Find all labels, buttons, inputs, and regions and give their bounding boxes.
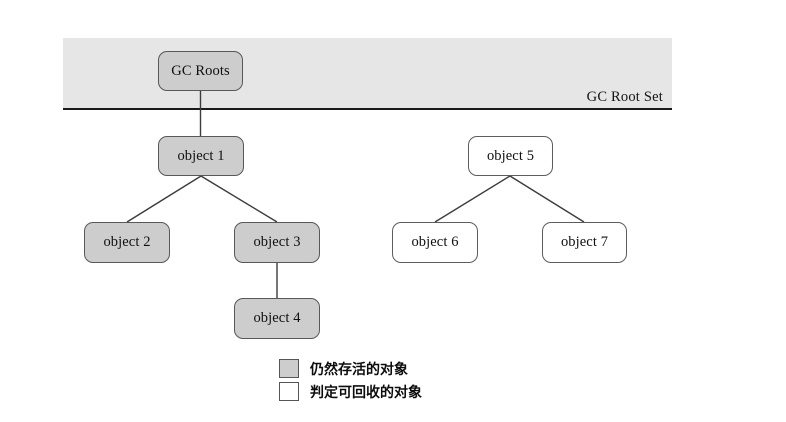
- legend-swatch-alive-icon: [279, 359, 299, 378]
- legend-item-alive: 仍然存活的对象: [279, 357, 422, 380]
- legend-label: 仍然存活的对象: [310, 361, 408, 378]
- node-label: GC Roots: [171, 62, 230, 79]
- legend-swatch-collectable-icon: [279, 382, 299, 401]
- node-label: object 5: [486, 147, 535, 164]
- node-object-1[interactable]: object 1: [158, 136, 244, 176]
- node-object-4[interactable]: object 4: [234, 298, 320, 339]
- node-object-2[interactable]: object 2: [84, 222, 170, 263]
- legend-item-collectable: 判定可回收的对象: [279, 380, 422, 403]
- legend-label: 判定可回收的对象: [310, 384, 422, 401]
- node-object-3[interactable]: object 3: [234, 222, 320, 263]
- node-gc-roots[interactable]: GC Roots: [158, 51, 243, 91]
- node-label: object 7: [560, 234, 609, 250]
- node-label: object 3: [253, 234, 301, 250]
- edge-object-1-to-object-2: [126, 175, 202, 223]
- node-label: object 6: [411, 234, 459, 250]
- edge-object-5-to-object-7: [509, 175, 585, 223]
- node-object-5[interactable]: object 5: [468, 136, 553, 176]
- gc-root-set-label: GC Root Set: [586, 89, 663, 105]
- node-object-7[interactable]: object 7: [542, 222, 627, 263]
- legend: 仍然存活的对象 判定可回收的对象: [279, 357, 422, 403]
- node-object-6[interactable]: object 6: [392, 222, 478, 263]
- node-label: object 2: [103, 234, 151, 250]
- edge-object-5-to-object-6: [434, 175, 511, 223]
- edge-object-1-to-object-3: [200, 175, 278, 223]
- node-label: object 1: [177, 147, 225, 164]
- node-label: object 4: [253, 310, 301, 326]
- gc-root-set-band: GC Root Set: [63, 38, 672, 110]
